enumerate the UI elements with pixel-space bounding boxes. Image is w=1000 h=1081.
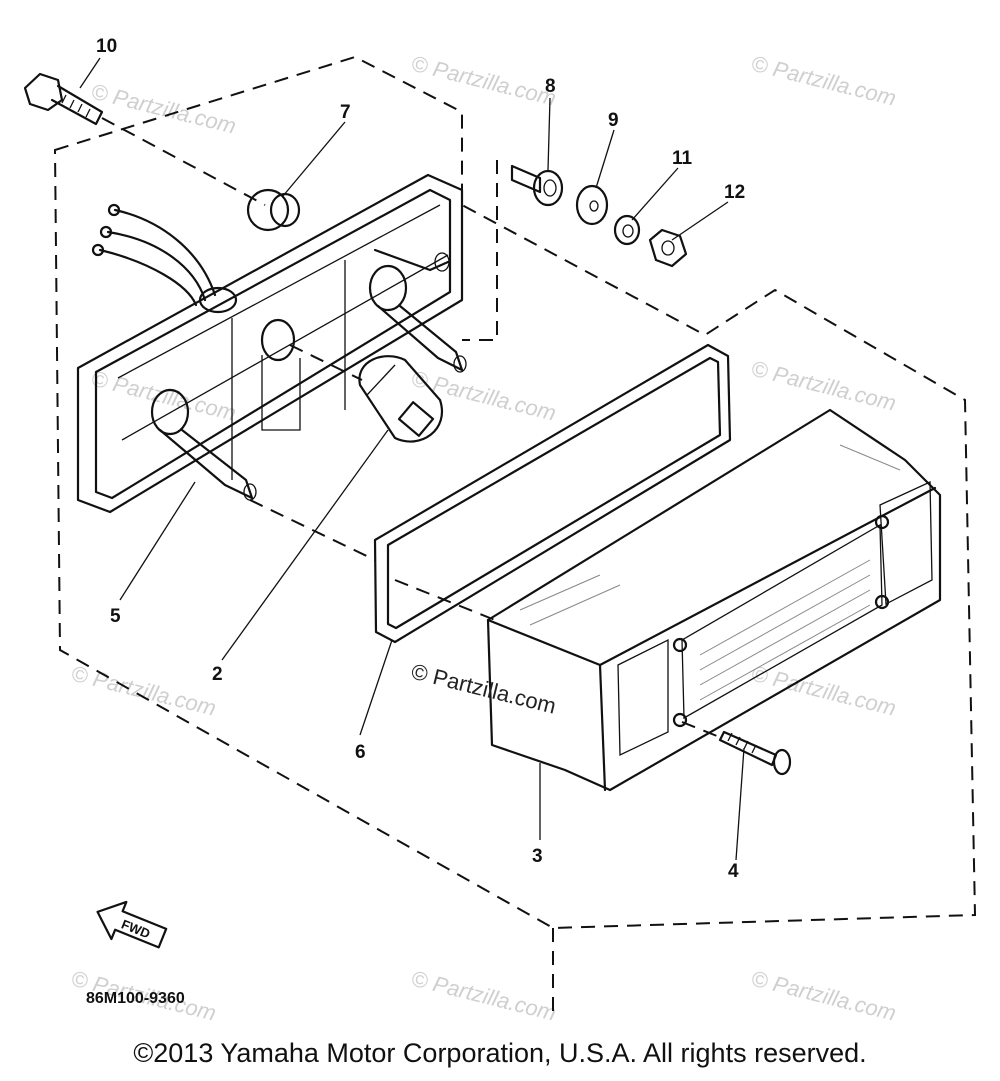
- reference-line: [394, 579, 496, 621]
- washer: [575, 184, 609, 226]
- watermark: © Partzilla.com: [749, 51, 899, 111]
- watermark: © Partzilla.com: [409, 51, 559, 111]
- watermark: © Partzilla.com: [69, 661, 219, 721]
- part-label: 7: [340, 102, 351, 123]
- screw: [718, 730, 792, 776]
- part-label: 5: [110, 606, 121, 627]
- part-label: 2: [212, 664, 223, 685]
- gasket: [373, 343, 732, 644]
- lamp-housing: [76, 173, 467, 514]
- socket: [260, 318, 301, 431]
- lens: [486, 408, 942, 792]
- diagram-code: 86M100-9360: [86, 990, 185, 1007]
- socket: [373, 248, 450, 272]
- part-label: 11: [672, 148, 693, 169]
- assembly-boundary: [53, 55, 977, 930]
- reference-line: [681, 721, 723, 739]
- watermark: © Partzilla.com: [409, 966, 559, 1026]
- reference-line: [249, 499, 376, 561]
- leader-lines: [79, 57, 745, 861]
- part-label: 12: [724, 182, 745, 203]
- grommet: [246, 188, 301, 232]
- part-label: 10: [96, 36, 117, 57]
- reference-line: [462, 160, 498, 341]
- watermark-group: © Partzilla.com © Partzilla.com © Partzi…: [69, 51, 899, 1026]
- nut: [648, 228, 688, 268]
- part-label: 8: [545, 76, 556, 97]
- watermark: © Partzilla.com: [409, 659, 559, 719]
- lock-washer: [613, 214, 641, 246]
- reference-line: [289, 344, 363, 381]
- wire-harness: [91, 203, 238, 314]
- part-label: 6: [355, 742, 366, 763]
- bulb: [358, 355, 443, 443]
- watermark: © Partzilla.com: [749, 966, 899, 1026]
- socket: [368, 264, 467, 373]
- watermark: © Partzilla.com: [749, 661, 899, 721]
- watermark: © Partzilla.com: [749, 356, 899, 416]
- watermark: © Partzilla.com: [89, 79, 239, 139]
- fwd-arrow-icon: FWD: [96, 900, 168, 949]
- hardware-set: [510, 164, 688, 268]
- socket: [150, 388, 257, 501]
- part-label: 9: [608, 110, 619, 131]
- reference-line: [101, 117, 266, 206]
- stud: [510, 164, 564, 207]
- part-label: 4: [728, 861, 739, 882]
- part-label: 3: [532, 846, 543, 867]
- copyright-notice: ©2013 Yamaha Motor Corporation, U.S.A. A…: [133, 1038, 867, 1068]
- bolt: [23, 72, 104, 126]
